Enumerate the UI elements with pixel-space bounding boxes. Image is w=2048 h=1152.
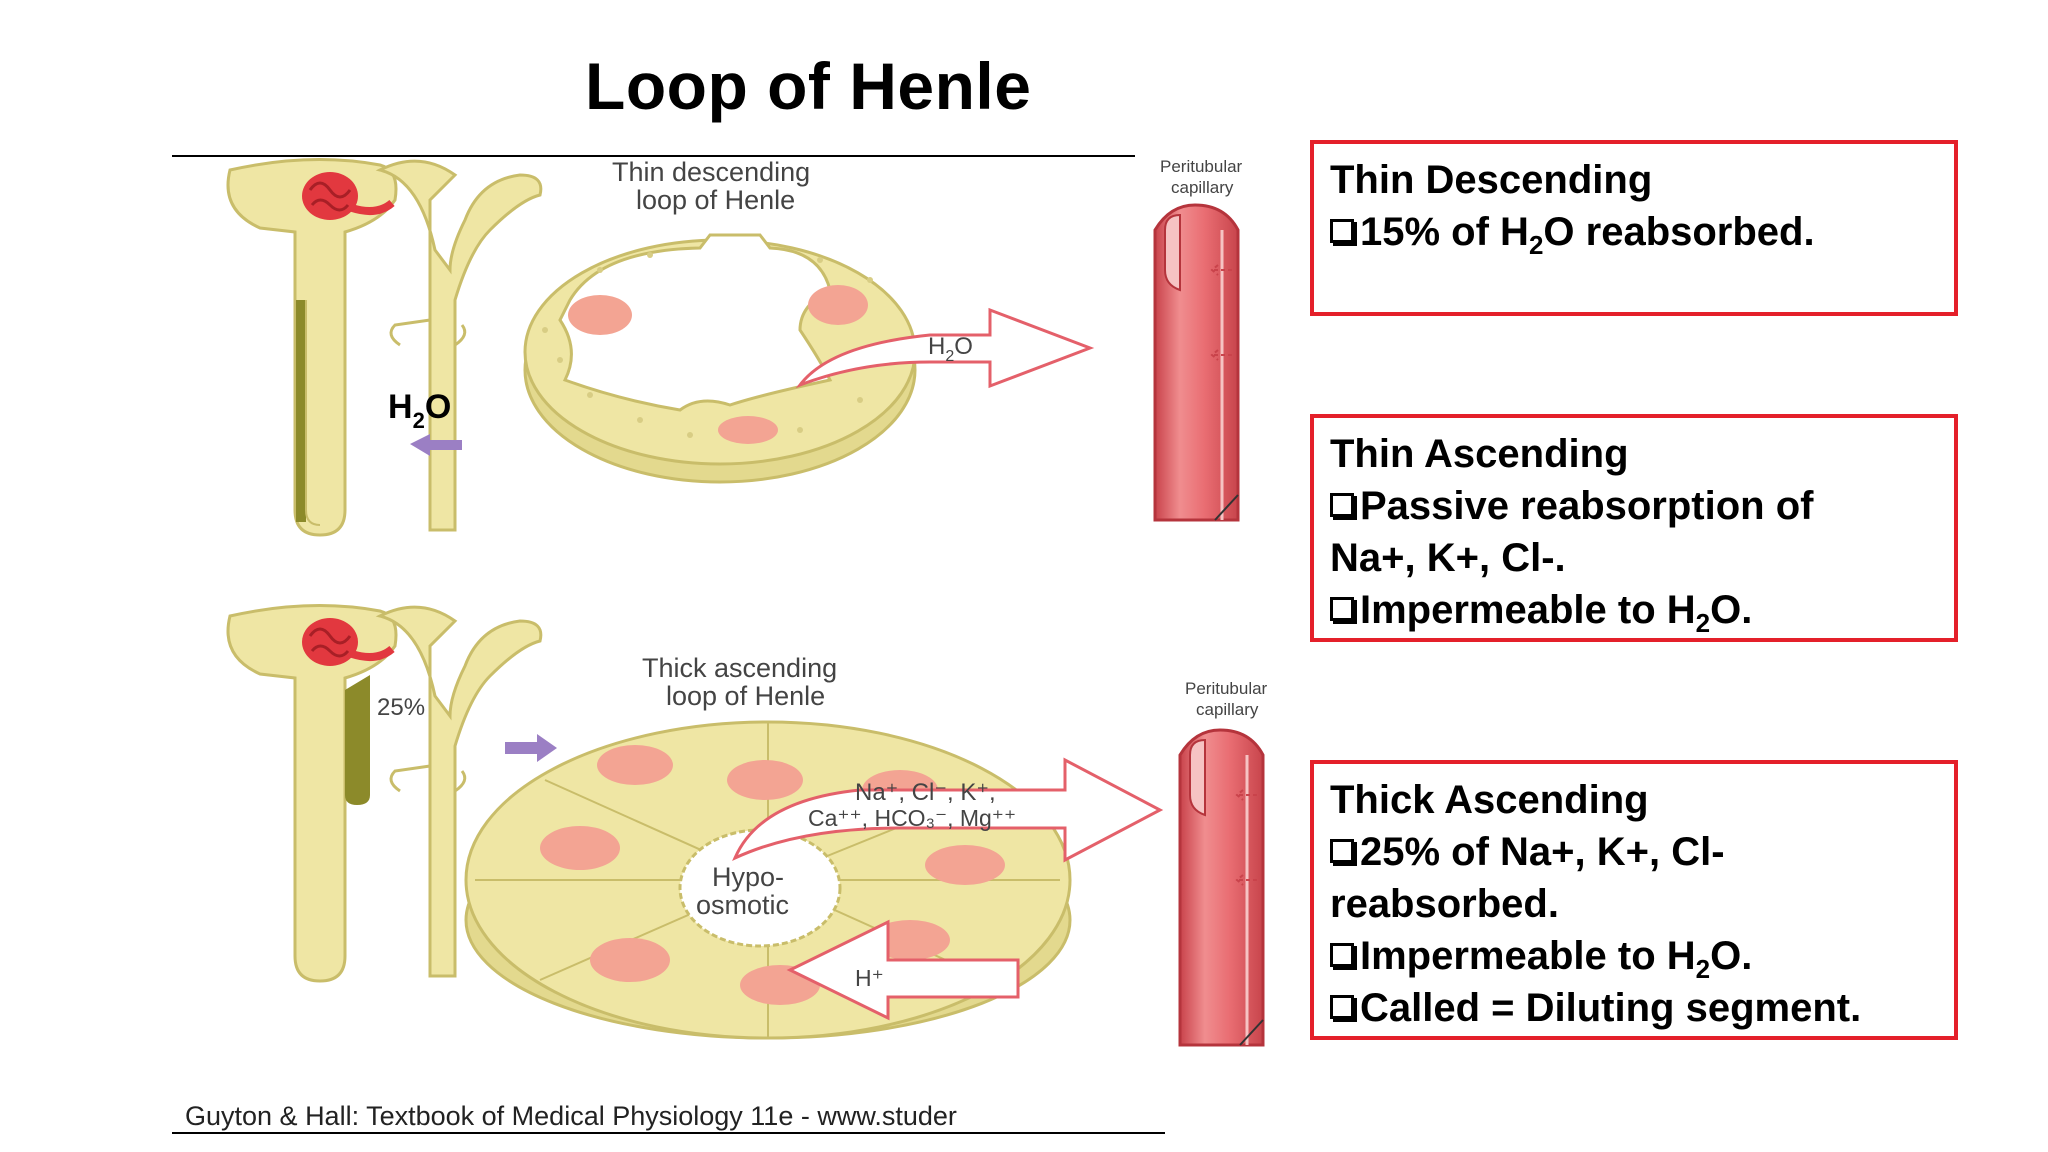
box-bullet-line: Passive reabsorption of	[1330, 480, 1938, 532]
lumen-label-line1: Hypo-	[712, 862, 784, 892]
checkbox-bullet-icon	[1330, 493, 1354, 517]
checkbox-bullet-icon	[1330, 597, 1354, 621]
thin-ascending-box: Thin Ascending Passive reabsorption of N…	[1310, 414, 1958, 642]
checkbox-bullet-icon	[1330, 995, 1354, 1019]
box-bullet-line: 25% of Na+, K+, Cl-	[1330, 826, 1938, 878]
nephron-diagram-top	[226, 158, 543, 537]
capillary-label-top-line1: Peritubular	[1160, 157, 1243, 176]
box-bullet-line: Called = Diluting segment.	[1330, 982, 1938, 1034]
percent-label: 25%	[377, 694, 425, 721]
nephron-diagram-bottom	[226, 604, 543, 983]
peritubular-capillary-bottom	[1178, 728, 1265, 1047]
thick-ascending-box: Thick Ascending 25% of Na+, K+, Cl- reab…	[1310, 760, 1958, 1040]
lumen-label-line2: osmotic	[696, 890, 789, 920]
box-heading: Thin Ascending	[1330, 432, 1629, 476]
checkbox-bullet-icon	[1330, 839, 1354, 863]
box-line: Na+, K+, Cl-.	[1330, 536, 1566, 580]
box-bullet-line: 15% of H2O reabsorbed.	[1330, 206, 1938, 258]
arrow-water-label-top: H2O	[928, 333, 973, 365]
water-efflux-arrow-icon	[410, 434, 462, 456]
arrow-ions-line1: Na⁺, Cl⁻, K⁺,	[855, 779, 996, 806]
thin-descending-title-line2: loop of Henle	[636, 185, 795, 215]
capillary-label-bottom-line2: capillary	[1196, 700, 1259, 719]
checkbox-bullet-icon	[1330, 219, 1354, 243]
water-label-top: H2O	[388, 388, 451, 433]
box-bullet-line: Impermeable to H2O.	[1330, 584, 1938, 636]
box-heading: Thin Descending	[1330, 158, 1653, 202]
tubule-lumen	[558, 233, 833, 412]
glomerulus-icon	[302, 172, 395, 220]
slide-title: Loop of Henle	[585, 49, 1032, 123]
capillary-label-bottom-line1: Peritubular	[1185, 679, 1268, 698]
glomerulus-icon	[302, 618, 395, 666]
proton-label: H⁺	[855, 965, 884, 991]
water-reabsorption-arrow-icon	[795, 307, 1095, 389]
thick-ascending-title-line2: loop of Henle	[666, 681, 825, 711]
box-heading: Thick Ascending	[1330, 778, 1649, 822]
thin-descending-cross-section	[523, 233, 917, 484]
thick-ascending-title-line1: Thick ascending	[642, 653, 837, 683]
ion-reabsorption-arrow-icon	[732, 757, 1164, 863]
checkbox-bullet-icon	[1330, 943, 1354, 967]
thick-ascending-segment	[345, 675, 370, 805]
thin-descending-title-line1: Thin descending	[612, 157, 810, 187]
box-bullet-line: Impermeable to H2O.	[1330, 930, 1938, 982]
arrow-ions-line2: Ca⁺⁺, HCO₃⁻, Mg⁺⁺	[808, 805, 1016, 831]
capillary-label-top-line2: capillary	[1171, 178, 1234, 197]
ion-efflux-arrow-icon-1	[505, 734, 557, 762]
peritubular-capillary-top	[1153, 203, 1240, 522]
thin-descending-segment	[296, 300, 306, 522]
box-line: reabsorbed.	[1330, 882, 1559, 926]
thin-descending-box: Thin Descending 15% of H2O reabsorbed.	[1310, 140, 1958, 316]
figure-caption: Guyton & Hall: Textbook of Medical Physi…	[185, 1101, 957, 1131]
proton-secretion-arrow-icon	[786, 919, 1020, 1021]
